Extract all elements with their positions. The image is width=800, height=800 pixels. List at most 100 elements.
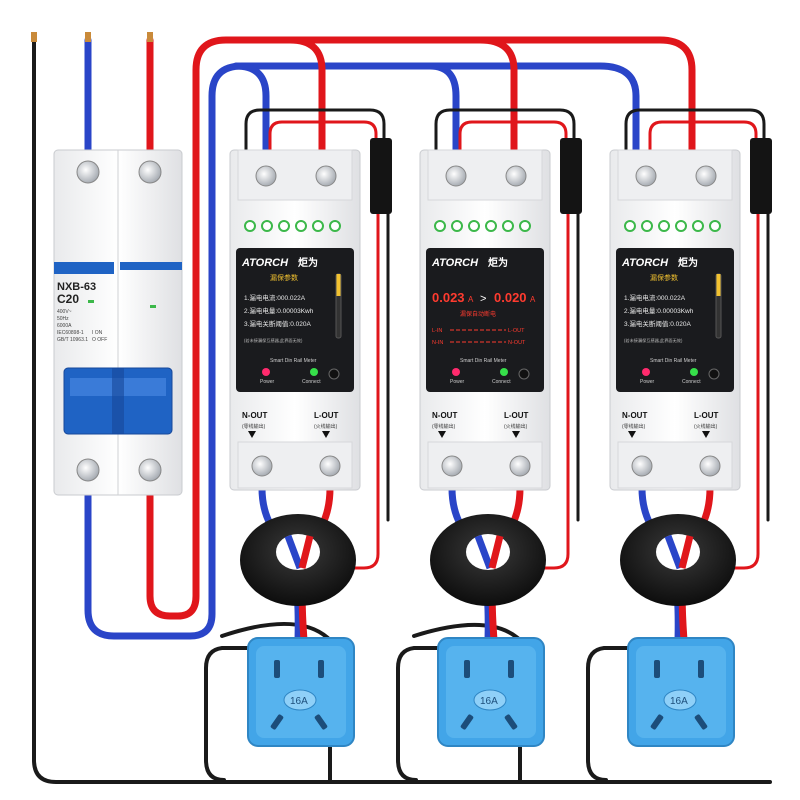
meter-n-out-label: N-OUT [432,411,457,420]
meter-screw [255,165,277,187]
meter-brand-cn: 炬为 [298,256,318,269]
meter-button[interactable] [518,368,530,380]
meter-alarm-compare: > [480,293,486,305]
meter-brand-cn: 炬为 [678,256,698,269]
meter-param-list: 1.漏电电流:000.022A 2.漏电电量:0.00003Kwh 3.漏电关断… [624,293,694,328]
breaker-screw-top-left [76,160,100,184]
svg-text:2.漏电电量:0.00003Kwh: 2.漏电电量:0.00003Kwh [624,306,694,315]
meter-connect-label: Connect [302,379,321,385]
meter-n-out-cn: (零线输出) [622,423,646,430]
breaker-off-label: O OFF [92,337,107,343]
meter-neutral-in: N-IN [432,340,443,346]
socket-2[interactable]: 16A [437,637,545,747]
meter-model-text: Smart Din Rail Meter [460,358,507,364]
ct-ring-3 [620,514,736,606]
meter-button[interactable] [328,368,340,380]
breaker-screw-top-right [138,160,162,184]
meter-note: (若未接漏保互感器,此界面无效) [244,337,303,344]
ct-ring-1 [240,514,356,606]
socket-rating: 16A [670,696,688,707]
svg-text:3.漏电关断阈值:0.020A: 3.漏电关断阈值:0.020A [244,319,311,328]
svg-text:1.漏电电流:000.022A: 1.漏电电流:000.022A [244,293,306,302]
meter-l-out-label: L-OUT [694,411,719,420]
meter-model-text: Smart Din Rail Meter [650,358,697,364]
meter-connect-label: Connect [682,379,701,385]
meter-l-out-cn: (火线输出) [314,423,338,430]
meter-brand: ATORCH [431,257,479,269]
svg-text:50Hz: 50Hz [57,316,69,322]
breaker-on-label: I ON [92,330,103,336]
wire-ends [31,32,153,42]
meter-param-list: 1.漏电电流:000.022A 2.漏电电量:0.00003Kwh 3.漏电关断… [244,293,314,328]
ground-wire-socket2 [396,646,442,782]
meter-button[interactable] [708,368,720,380]
socket-rating: 16A [480,696,498,707]
ground-wire-socket1 [204,646,250,782]
meter-screen-title: 漏保参数 [650,273,678,282]
neutral-wire-drop2 [426,62,460,164]
meter-screw [695,165,717,187]
meter-terminals [244,220,341,232]
meter-connect-label: Connect [492,379,511,385]
meter-n-out-label: N-OUT [622,411,647,420]
meter-screw [315,165,337,187]
meter-alarm-unit-1: A [468,295,474,304]
meter-screw [635,165,657,187]
svg-text:400V~: 400V~ [57,309,72,315]
svg-text:2.漏电电量:0.00003Kwh: 2.漏电电量:0.00003Kwh [244,306,314,315]
breaker-spec-lines: 400V~ 50Hz 6000A IEC60898-1 GB/T 10963.1 [57,309,88,343]
neutral-wire-bus [84,62,640,640]
meter-note: (若未接漏保互感器,此界面无效) [624,337,683,344]
svg-text:GB/T 10963.1: GB/T 10963.1 [57,337,88,343]
meter-connect-led [310,368,318,376]
svg-text:6000A: 6000A [57,323,72,329]
meter-screen-title: 漏保参数 [270,273,298,282]
sensor-connectors [370,138,772,214]
meter-power-led [452,368,460,376]
live-wire-drop1 [286,36,326,164]
breaker-rating: C20 [57,292,79,306]
meter-power-label: Power [640,379,655,385]
meter-brand: ATORCH [241,257,289,269]
meter-1: ATORCH 炬为 漏保参数 1.漏电电流:000.022A 2.漏电电量:0.… [229,149,361,491]
meter-line-in: L-IN [432,328,442,334]
meter-terminals [624,220,721,232]
meter-2: ATORCH 炬为 0.023 A > 0.020 A 漏保自动断电 L-IN … [419,149,551,491]
socket-rating: 16A [290,696,308,707]
live-wire-drop2 [476,36,518,164]
svg-text:1.漏电电流:000.022A: 1.漏电电流:000.022A [624,293,686,302]
meter-screw [445,165,467,187]
meter-connect-led [500,368,508,376]
circuit-breaker: NXB-63 C20 400V~ 50Hz 6000A IEC60898-1 G… [53,149,183,496]
breaker-screw-bottom-left [76,458,100,482]
meter-power-label: Power [260,379,275,385]
meter-n-out-cn: (零线输出) [242,423,266,430]
sensor-leads [244,108,770,570]
meter-neutral-out: N-OUT [508,340,526,346]
ground-wire-main [32,40,772,784]
meter-alarm-unit-2: A [530,295,536,304]
ground-wire-socket3 [586,646,632,782]
ct-ring-2 [430,514,546,606]
meter-line-out: L-OUT [508,328,525,334]
svg-text:IEC60898-1: IEC60898-1 [57,330,84,336]
meter-connect-led [690,368,698,376]
meter-alarm-threshold: 0.020 [494,290,527,305]
meter-3: ATORCH 炬为 漏保参数 1.漏电电流:000.022A 2.漏电电量:0.… [609,149,741,491]
neutral-wire-drop1 [232,62,270,164]
meter-terminals [434,220,531,232]
meter-l-out-label: L-OUT [314,411,339,420]
breaker-screw-bottom-right [138,458,162,482]
meter-l-out-cn: (火线输出) [694,423,718,430]
socket-1[interactable]: 16A [247,637,355,747]
meter-l-out-label: L-OUT [504,411,529,420]
socket-3[interactable]: 16A [627,637,735,747]
meter-alarm-current: 0.023 [432,290,465,305]
live-wire-bus [146,36,696,620]
meter-power-led [262,368,270,376]
breaker-model: NXB-63 [57,281,96,293]
meter-model-text: Smart Din Rail Meter [270,358,317,364]
meter-n-out-label: N-OUT [242,411,267,420]
svg-text:3.漏电关断阈值:0.020A: 3.漏电关断阈值:0.020A [624,319,691,328]
